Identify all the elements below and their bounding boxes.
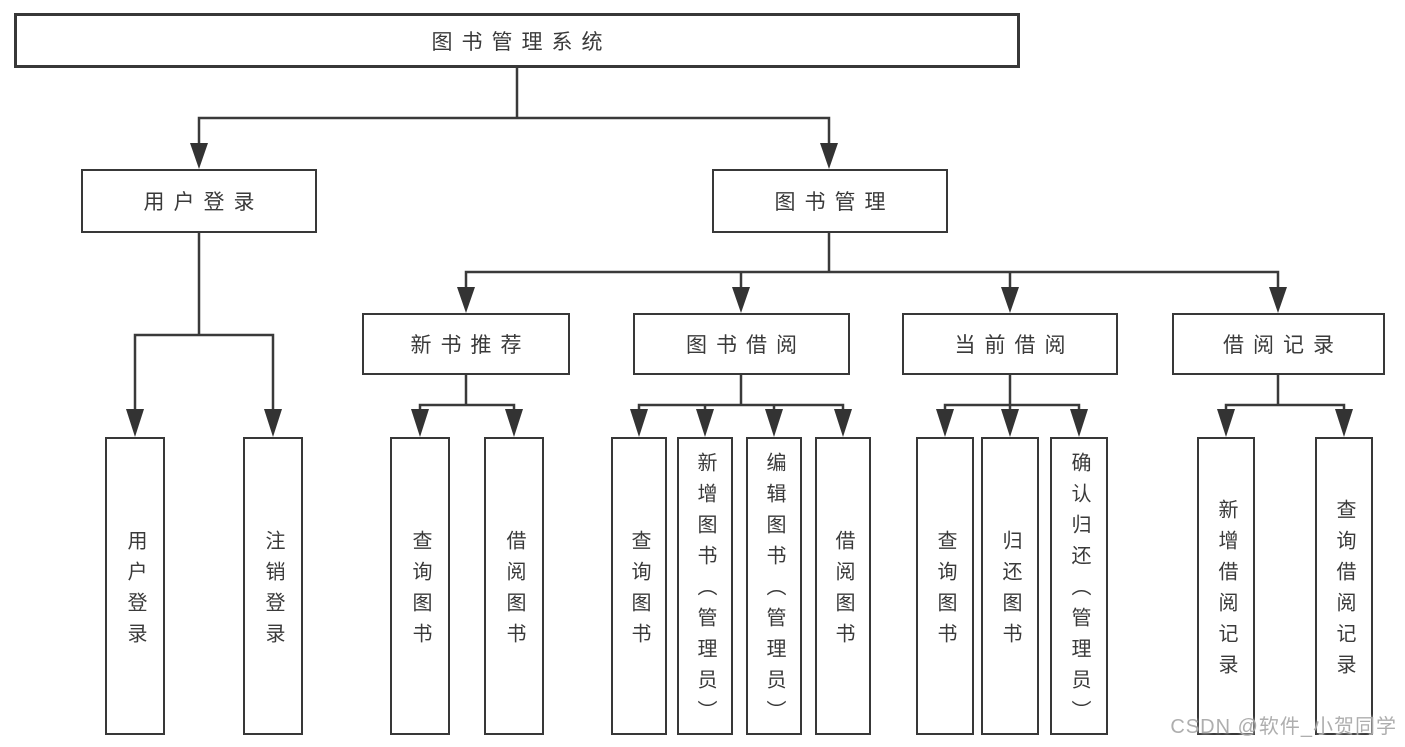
node-borrow-query-books: 查询图书	[611, 437, 667, 735]
connector-borrowing-to-leaves	[630, 372, 852, 437]
node-records-query-borrow-record: 查询借阅记录	[1315, 437, 1373, 735]
node-label: 借阅图书	[503, 529, 525, 654]
connector-root-to-level2	[190, 66, 838, 169]
node-label: 图书管理系统	[431, 30, 612, 54]
node-recommend-borrow-books: 借阅图书	[484, 437, 544, 735]
node-label: 查询图书	[628, 529, 650, 654]
node-label: 新书推荐	[410, 334, 531, 357]
node-label: 查询图书	[409, 529, 431, 654]
arrow-down-icon	[936, 409, 954, 437]
node-borrow-edit-books-admin: 编辑图书（管理员）	[746, 437, 802, 735]
node-label: 图书借阅	[686, 334, 806, 357]
arrow-down-icon	[190, 143, 208, 169]
node-recommend-query-books: 查询图书	[390, 437, 450, 735]
node-borrow-add-books-admin: 新增图书（管理员）	[677, 437, 733, 735]
arrow-down-icon	[411, 409, 429, 437]
arrow-down-icon	[1335, 409, 1353, 437]
connector-user-login-to-leaves	[126, 231, 282, 437]
node-label: 借阅记录	[1223, 334, 1343, 357]
arrow-down-icon	[696, 409, 714, 437]
connector-recommend-to-leaves	[411, 372, 523, 437]
node-borrowing-records: 借阅记录	[1172, 313, 1385, 375]
arrow-down-icon	[1070, 409, 1088, 437]
arrow-down-icon	[126, 409, 144, 437]
arrow-down-icon	[1269, 287, 1287, 313]
node-label: 用户登录	[124, 529, 146, 654]
arrow-down-icon	[1001, 287, 1019, 313]
node-label: 当前借阅	[954, 334, 1075, 357]
connector-current-to-leaves	[936, 372, 1088, 437]
node-label: 新增借阅记录	[1215, 498, 1237, 685]
arrow-down-icon	[834, 409, 852, 437]
arrow-down-icon	[1217, 409, 1235, 437]
arrow-down-icon	[505, 409, 523, 437]
node-book-management: 图书管理	[712, 169, 948, 233]
node-records-add-borrow-record: 新增借阅记录	[1197, 437, 1255, 735]
arrow-down-icon	[732, 287, 750, 313]
node-label: 编辑图书（管理员）	[763, 452, 785, 731]
connector-records-to-leaves	[1217, 372, 1353, 437]
node-current-return-books: 归还图书	[981, 437, 1039, 735]
node-label: 新增图书（管理员）	[694, 452, 716, 731]
node-label: 用户登录	[143, 191, 264, 214]
node-logout: 注销登录	[243, 437, 303, 735]
arrow-down-icon	[630, 409, 648, 437]
arrow-down-icon	[1001, 409, 1019, 437]
node-book-borrowing: 图书借阅	[633, 313, 850, 375]
node-current-confirm-return-admin: 确认归还（管理员）	[1050, 437, 1108, 735]
node-label: 确认归还（管理员）	[1068, 452, 1090, 731]
node-label: 查询图书	[934, 529, 956, 654]
arrow-down-icon	[264, 409, 282, 437]
node-borrow-borrow-books: 借阅图书	[815, 437, 871, 735]
arrow-down-icon	[457, 287, 475, 313]
connector-book-management-to-level3	[457, 231, 1287, 313]
node-current-query-books: 查询图书	[916, 437, 974, 735]
node-label: 注销登录	[262, 529, 284, 654]
arrow-down-icon	[820, 143, 838, 169]
arrow-down-icon	[765, 409, 783, 437]
node-label: 归还图书	[999, 529, 1021, 654]
node-label: 借阅图书	[832, 529, 854, 654]
node-label: 查询借阅记录	[1333, 498, 1355, 685]
node-current-borrowing: 当前借阅	[902, 313, 1118, 375]
node-user-login-leaf: 用户登录	[105, 437, 165, 735]
node-new-book-recommendation: 新书推荐	[362, 313, 570, 375]
csdn-watermark: CSDN @软件_小贺同学	[1170, 716, 1397, 738]
node-label: 图书管理	[774, 191, 895, 214]
node-book-management-system: 图书管理系统	[14, 13, 1020, 68]
node-user-login: 用户登录	[81, 169, 317, 233]
